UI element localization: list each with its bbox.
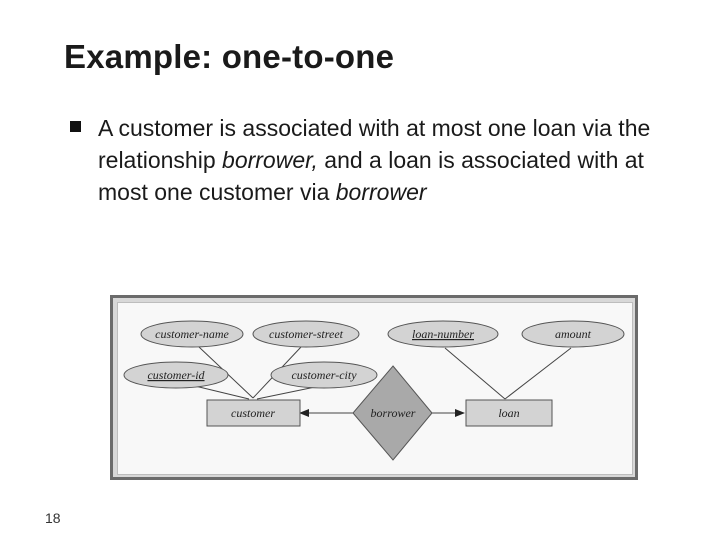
entity-customer-label: customer [231,406,275,420]
attribute-customer-id-shape [123,361,229,389]
line-amount [504,347,572,400]
bullet-text: A customer is associated with at most on… [98,112,668,208]
entity-loan-label: loan [498,406,519,420]
attribute-loan-number-shape [387,320,499,348]
attribute-customer-street-shape [252,320,360,348]
relationship-borrower-label: borrower [371,406,416,420]
relationship-borrower-shape [352,365,433,461]
attribute-loan-number-label: loan-number [412,327,474,341]
slide-title: Example: one-to-one [64,38,395,75]
page-number: 18 [45,510,61,526]
attribute-customer-street-label: customer-street [269,327,344,341]
attribute-customer-name-shape [140,320,244,348]
line-customer-city [256,385,321,400]
line-loan-number [444,347,506,400]
er-diagram: customer-name customer-street customer-i… [123,320,625,461]
bullet-text-part-2: and a loan is associated with at most on… [98,147,644,205]
attribute-customer-city-shape [270,361,378,389]
bullet-text-emphasis-2: borrower [335,179,427,205]
attribute-amount-shape [521,320,625,348]
attribute-customer-name-label: customer-name [155,327,229,341]
attribute-customer-city-label: customer-city [291,368,357,382]
connector-lines [194,346,572,417]
entity-loan-shape [465,399,553,427]
bullet-text-emphasis-1: borrower, [222,147,318,173]
bullet-square-icon [70,121,81,132]
bullet-text-part-1: A customer is associated with at most on… [98,115,651,173]
entity-customer-shape [206,399,301,427]
line-customer-id [194,385,250,400]
attribute-amount-label: amount [555,327,592,341]
attribute-customer-id-label: customer-id [147,368,205,382]
er-diagram-frame: customer-name customer-street customer-i… [110,295,638,480]
